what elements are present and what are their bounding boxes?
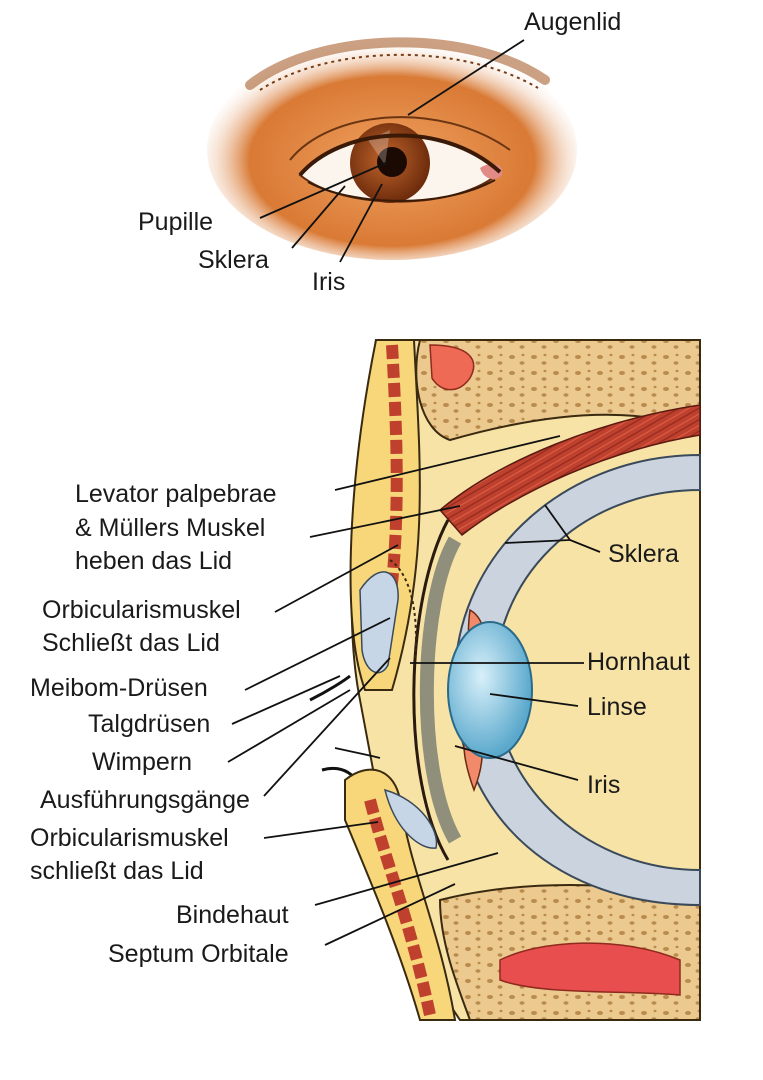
label-linse: Linse [587,693,647,721]
label-iris-section: Iris [587,771,620,799]
top-labels: Augenlid Pupille Sklera Iris [138,8,621,296]
label-bindehaut: Bindehaut [176,901,289,929]
eyebrow [245,37,550,90]
cross-section [309,339,701,1021]
label-talg: Talgdrüsen [88,710,210,738]
lower-meibom-gland [383,788,438,849]
upper-lashes [309,674,351,702]
label-levator-3: heben das Lid [75,547,232,575]
label-iris-top: Iris [312,268,345,296]
section-leader-lines [227,435,601,946]
cornea [419,536,462,844]
label-sklera-top: Sklera [198,246,269,274]
lower-bone-marrow [499,942,681,996]
levator-muscle [438,404,701,537]
label-levator-1: Levator palpebrae [75,480,277,508]
label-hornhaut: Hornhaut [587,648,690,676]
eyebrow-hairs [259,53,539,91]
label-wimpern: Wimpern [92,748,192,776]
label-orbicularis-lower-2: schließt das Lid [30,857,204,885]
label-orbicularis-lower-1: Orbicularismuskel [30,824,229,852]
external-eye [207,37,577,260]
label-meibom: Meibom-Drüsen [30,674,208,702]
upper-gland-ducts [389,559,417,661]
section-labels: Levator palpebrae & Müllers Muskel heben… [30,480,690,968]
pupil [377,147,407,177]
conjunctiva-line [412,519,450,861]
lid-crease [289,116,511,161]
label-septum: Septum Orbitale [108,940,289,968]
upper-lashline [298,133,502,177]
label-levator-2: & Müllers Muskel [75,514,265,542]
label-sklera-section: Sklera [608,540,679,568]
sclera-globe [453,453,701,907]
label-ausfuehrung: Ausführungsgänge [40,786,250,814]
upper-bone-marrow [429,344,475,391]
upper-meibom-gland [359,571,399,674]
top-leader-lines [259,39,525,263]
label-orbicularis-upper-1: Orbicularismuskel [42,596,241,624]
lens [447,621,533,759]
label-orbicularis-upper-2: Schließt das Lid [42,629,220,657]
label-pupille: Pupille [138,208,213,236]
label-augenlid: Augenlid [524,8,621,36]
